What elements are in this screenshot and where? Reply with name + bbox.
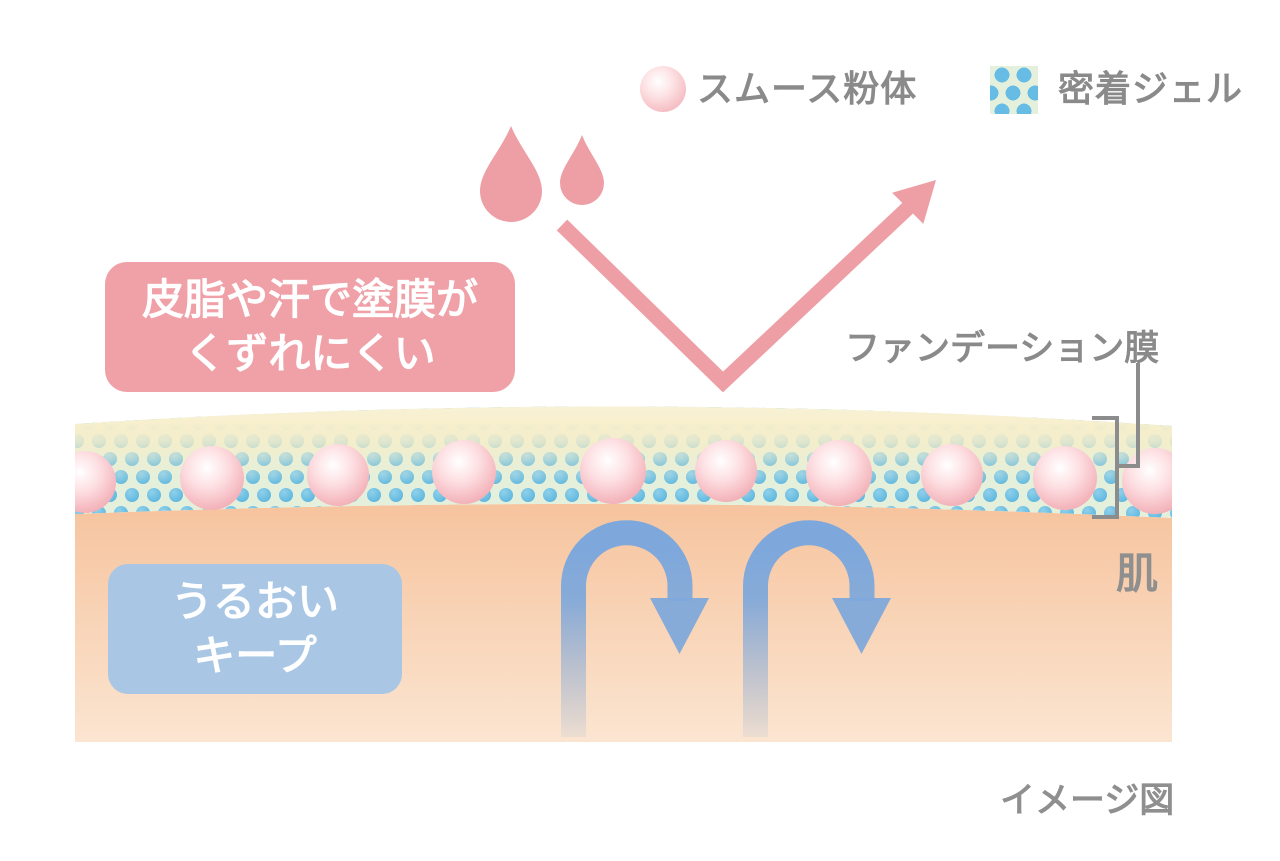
bounce-arrow-icon	[556, 180, 936, 393]
legend-label-adhesion-gel: 密着ジェル	[1058, 69, 1244, 110]
sebum-note-box: 皮脂や汗で塗膜が くずれにくい	[105, 262, 515, 392]
powder-sphere	[307, 444, 369, 506]
powder-sphere	[1033, 446, 1097, 510]
moisture-note-line1: うるおい	[170, 577, 339, 626]
powder-sphere	[75, 451, 116, 513]
foundation-film-label: ファンデーション膜	[845, 329, 1160, 369]
powder-sphere	[921, 444, 983, 506]
moisture-note-box: うるおい キープ	[108, 564, 402, 694]
sebum-note-line2: くずれにくい	[184, 329, 436, 378]
sweat-drop-large-icon	[480, 126, 542, 222]
sebum-note-line1: 皮脂や汗で塗膜が	[141, 275, 478, 324]
powder-spheres	[75, 438, 1172, 514]
powder-sphere	[432, 440, 496, 504]
powder-sphere-swatch	[640, 66, 686, 112]
powder-sphere	[1122, 448, 1172, 514]
film-bracket	[1092, 416, 1119, 519]
moisture-return-arrow-icon	[561, 520, 709, 737]
label-connector-line	[1119, 363, 1140, 468]
gel-swatch	[990, 66, 1038, 114]
moisture-return-arrow-icon	[743, 520, 891, 737]
sweat-drop-small-icon	[560, 135, 604, 205]
skin-label: 肌	[1116, 549, 1159, 598]
powder-sphere	[806, 440, 872, 506]
moisture-note-line2: キープ	[193, 631, 317, 680]
legend-label-smooth-powder: スムース粉体	[697, 69, 918, 110]
powder-sphere	[180, 446, 244, 510]
powder-sphere	[695, 440, 757, 502]
image-caption: イメージ図	[1000, 781, 1175, 821]
powder-sphere	[580, 438, 646, 504]
